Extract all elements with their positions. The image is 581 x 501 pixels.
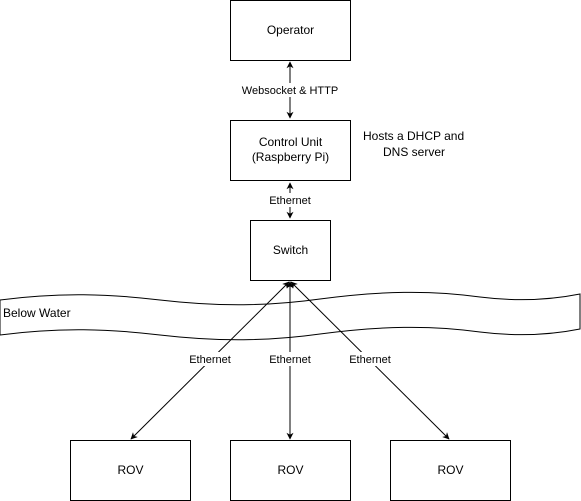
node-control-unit: Control Unit (Raspberry Pi) bbox=[230, 120, 351, 181]
node-rov-right-label: ROV bbox=[437, 463, 463, 477]
edge-label-ethernet-rov-center: Ethernet bbox=[269, 354, 311, 366]
node-rov-left-label: ROV bbox=[117, 463, 143, 477]
node-rov-left: ROV bbox=[70, 440, 191, 501]
node-operator: Operator bbox=[230, 0, 351, 61]
edge-label-ethernet-control-switch: Ethernet bbox=[269, 195, 311, 207]
edge-label-ethernet-rov-left: Ethernet bbox=[189, 354, 231, 366]
node-control-unit-label-line1: Control Unit bbox=[259, 135, 323, 149]
edge-label-ethernet-rov-right: Ethernet bbox=[349, 354, 391, 366]
node-rov-right: ROV bbox=[390, 440, 511, 501]
node-rov-center: ROV bbox=[230, 440, 351, 501]
node-control-unit-label-line2: (Raspberry Pi) bbox=[252, 150, 329, 164]
dhcp-annotation-line2: DNS server bbox=[383, 145, 445, 159]
node-operator-label: Operator bbox=[267, 23, 314, 37]
node-rov-center-label: ROV bbox=[277, 463, 303, 477]
node-switch-label: Switch bbox=[273, 243, 308, 257]
node-switch: Switch bbox=[250, 220, 331, 281]
dhcp-annotation-line1: Hosts a DHCP and bbox=[363, 129, 464, 143]
below-water-label: Below Water bbox=[3, 306, 71, 320]
edge-label-websocket-http: Websocket & HTTP bbox=[242, 85, 338, 97]
